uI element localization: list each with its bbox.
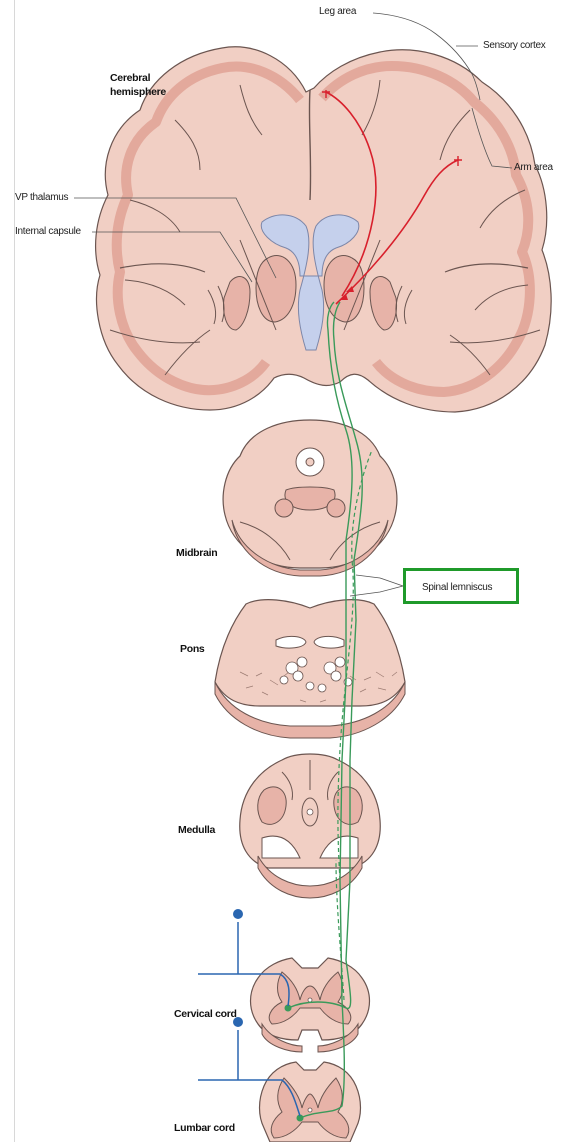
red-nucleus-left bbox=[275, 499, 293, 517]
pons-section bbox=[215, 600, 405, 738]
label-sensory-cortex: Sensory cortex bbox=[483, 40, 546, 52]
label-pons: Pons bbox=[180, 643, 204, 655]
label-leg-area: Leg area bbox=[319, 6, 356, 18]
label-lumbar-cord: Lumbar cord bbox=[174, 1122, 235, 1134]
label-cerebral-hemisphere-line1: Cerebral bbox=[110, 72, 150, 84]
label-cervical-cord: Cervical cord bbox=[174, 1008, 237, 1020]
cervical-central-canal bbox=[308, 998, 312, 1002]
spinal-lemniscus-highlight-box: Spinal lemniscus bbox=[403, 568, 519, 604]
cervical-dorsal-root-ganglion bbox=[233, 909, 243, 919]
label-midbrain: Midbrain bbox=[176, 547, 217, 559]
fourth-ventricle-right bbox=[314, 636, 344, 648]
spinal-lemniscus-leader-upper bbox=[356, 575, 403, 586]
cervical-cord-section bbox=[251, 958, 370, 1052]
aqueduct-core bbox=[306, 458, 314, 466]
midbrain-section bbox=[223, 420, 397, 576]
label-arm-area: Arm area bbox=[514, 162, 553, 174]
label-vp-thalamus: VP thalamus bbox=[15, 192, 68, 204]
label-medulla: Medulla bbox=[178, 824, 215, 836]
central-canal-dot bbox=[307, 809, 313, 815]
medulla-section bbox=[240, 754, 381, 898]
lumbar-cord-section bbox=[260, 1062, 361, 1142]
label-spinal-lemniscus: Spinal lemniscus bbox=[422, 582, 492, 594]
fourth-ventricle-left bbox=[276, 636, 306, 648]
label-cerebral-hemisphere-line2: hemisphere bbox=[110, 86, 166, 98]
lumbar-central-canal bbox=[308, 1108, 312, 1112]
label-internal-capsule: Internal capsule bbox=[15, 226, 81, 238]
red-nucleus-right bbox=[327, 499, 345, 517]
spinal-lemniscus-leader-lower bbox=[350, 586, 403, 596]
cerebrum-section bbox=[96, 47, 552, 412]
